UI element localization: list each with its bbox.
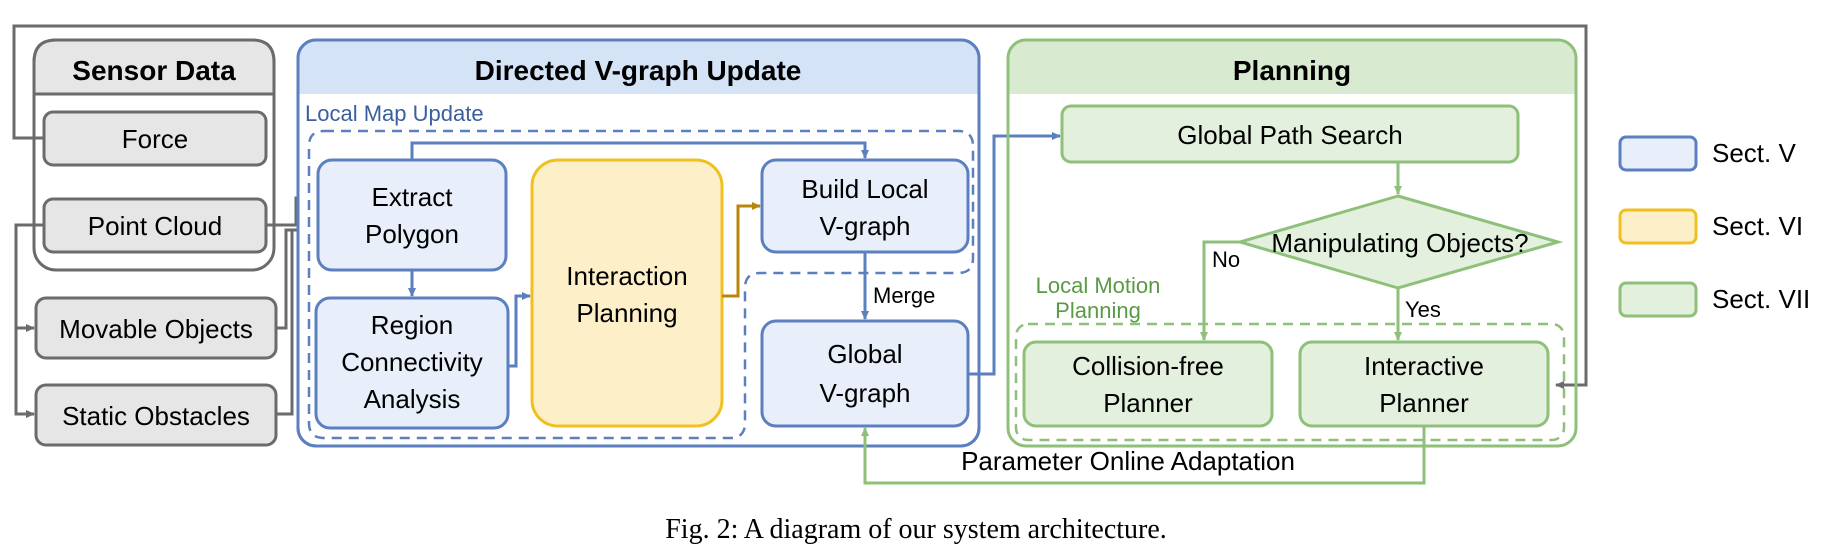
local-motion-planning-line1: Local Motion [1036,273,1161,298]
interactive-planner-node: Interactive Planner [1298,340,1550,428]
global-vgraph-to-path-search-arrow [968,132,1061,376]
movable-objects-label: Movable Objects [59,314,253,344]
legend-swatch [1618,208,1698,245]
global-path-search-node: Global Path Search [1060,104,1520,164]
interaction-planning-line1: Interaction [566,261,687,291]
force-label: Force [122,124,188,154]
manipulating-objects-label: Manipulating Objects? [1271,228,1528,258]
global-vgraph-line1: Global [827,339,902,369]
parameter-adaptation-arrow [861,426,1426,485]
sensor-data-title: Sensor Data [72,55,236,86]
local-map-update-boundary [307,129,975,440]
legend-label: Sect. V [1712,138,1796,168]
interactive-planner-line2: Planner [1379,388,1469,418]
region-to-interaction-arrow [508,292,531,368]
region-connectivity-line2: Connectivity [341,347,483,377]
interaction-to-build-local-arrow [722,202,761,298]
interaction-planning-line2: Planning [576,298,677,328]
collision-free-line1: Collision-free [1072,351,1224,381]
point-cloud-node: Point Cloud [42,197,268,254]
collision-free-planner-node: Collision-free Planner [1022,340,1274,428]
build-local-vgraph-node: Build Local V-graph [760,158,970,254]
point-cloud-to-static-arrow [14,328,35,418]
planning-title: Planning [1233,55,1351,86]
planning-connectors [861,162,1426,485]
force-feedback-arrow [12,24,1588,389]
movable-objects-node: Movable Objects [34,296,278,360]
decision-no-arrow [1200,240,1240,341]
global-vgraph-node: Global V-graph [760,319,970,428]
global-vgraph-line2: V-graph [819,378,910,408]
legend-label: Sect. VII [1712,284,1810,314]
static-obstacles-label: Static Obstacles [62,401,250,431]
yes-label: Yes [1405,297,1441,322]
merge-label: Merge [873,283,935,308]
extract-polygon-node: Extract Polygon [316,158,508,272]
global-path-search-label: Global Path Search [1177,120,1402,150]
legend-swatch [1618,281,1698,318]
figure-caption: Fig. 2: A diagram of our system architec… [665,514,1167,545]
build-local-line2: V-graph [819,211,910,241]
extract-polygon-line2: Polygon [365,219,459,249]
manipulating-objects-decision: Manipulating Objects? [1234,194,1564,290]
region-connectivity-line1: Region [371,310,453,340]
interactive-planner-line1: Interactive [1364,351,1484,381]
vgraph-connectors [408,132,1061,376]
region-connectivity-node: Region Connectivity Analysis [314,296,510,430]
build-local-line1: Build Local [801,174,928,204]
no-label: No [1212,247,1240,272]
collision-free-line2: Planner [1103,388,1193,418]
parameter-adaptation-label: Parameter Online Adaptation [961,446,1295,476]
legend: Sect. V Sect. VI Sect. VII [1618,135,1810,318]
planning-panel: Planning [1006,38,1578,448]
point-cloud-to-movable-arrow [14,223,44,332]
vgraph-update-title: Directed V-graph Update [475,55,802,86]
legend-label: Sect. VI [1712,211,1803,241]
legend-swatch [1618,135,1698,172]
interaction-planning-node: Interaction Planning [530,158,724,428]
local-motion-planning-line2: Planning [1055,298,1141,323]
static-obstacles-node: Static Obstacles [34,383,278,447]
point-cloud-label: Point Cloud [88,211,222,241]
force-node: Force [42,110,268,167]
region-connectivity-line3: Analysis [364,384,461,414]
local-map-update-label: Local Map Update [305,101,484,126]
extract-to-build-local-arrow [410,141,869,160]
extract-polygon-line1: Extract [372,182,454,212]
static-to-extract-arrow [276,230,294,416]
local-motion-planning-boundary [1014,322,1566,442]
